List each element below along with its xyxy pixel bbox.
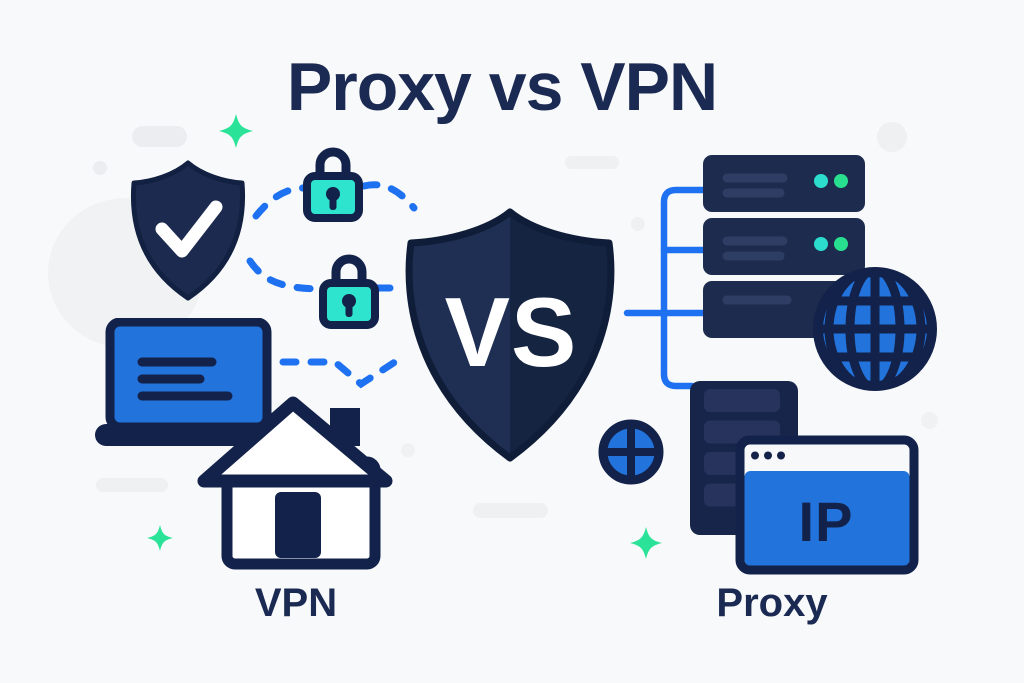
roof [197,396,393,488]
decor-dot [921,412,938,429]
decor-pill [132,126,187,147]
sparkle-icon [630,527,662,559]
browser-ip-icon [735,435,919,575]
decor-dot [631,217,645,231]
server-slot-lines [722,173,792,305]
ip-label: IP [798,490,854,553]
globe-cross [605,426,657,478]
decor-dot [877,122,907,152]
house-icon [197,396,393,570]
proxy-label: Proxy [716,581,828,625]
shield-check-icon [130,160,246,301]
decor-pill [473,503,548,518]
proxy-branch-lines [623,186,710,390]
vpn-label: VPN [254,581,338,625]
sparkle-icon [147,525,173,551]
decor-dot [93,161,107,175]
checkmark [155,200,223,258]
padlock-icon [319,254,379,329]
laptop-icon [95,318,283,446]
globe-grid [818,272,932,386]
vs-shield-icon [405,208,615,462]
decor-pill [565,156,619,169]
globe-small-icon [598,419,664,485]
vs-label: VS [444,277,578,387]
decor-pill [96,478,168,492]
page-title: Proxy vs VPN [286,49,718,125]
globe-icon [813,267,937,391]
screen-text-lines [137,357,233,401]
dashed-tunnel-lines [246,181,418,389]
decor-dot [401,443,415,457]
browser-titlebar-dots [751,451,785,460]
server-status-leds [814,174,848,251]
door [275,492,321,558]
padlock-icon [303,147,363,222]
server-stack-icon [703,155,865,338]
sparkle-icon [219,114,253,148]
